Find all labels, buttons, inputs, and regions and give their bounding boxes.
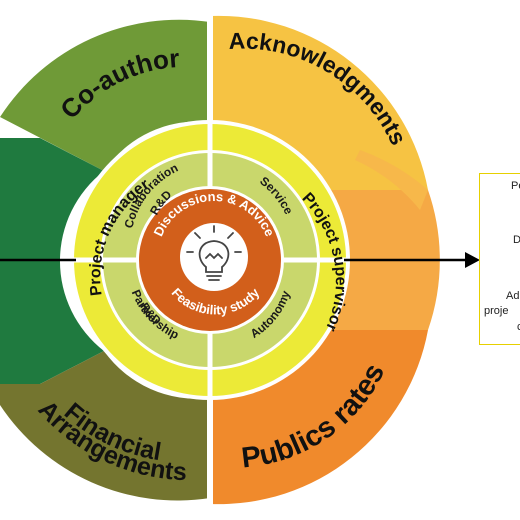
segment-publics-rates: [210, 330, 428, 505]
segment-right-upper: [355, 150, 428, 210]
side-box-line-4: proje: [484, 305, 509, 317]
segment-financial: [0, 351, 210, 501]
segment-co-author: [0, 19, 210, 171]
side-box-line-3: Ad: [506, 290, 520, 302]
right-arrowhead: [465, 252, 480, 268]
side-info-box: Pe Do Ad proje c: [479, 173, 520, 345]
side-box-line-1: Pe: [511, 180, 520, 192]
lightbulb-icon: [186, 225, 242, 281]
segment-acknowledgments: [210, 15, 428, 190]
side-box-line-5: c: [517, 321, 520, 333]
side-box-line-2: Do: [513, 234, 520, 246]
